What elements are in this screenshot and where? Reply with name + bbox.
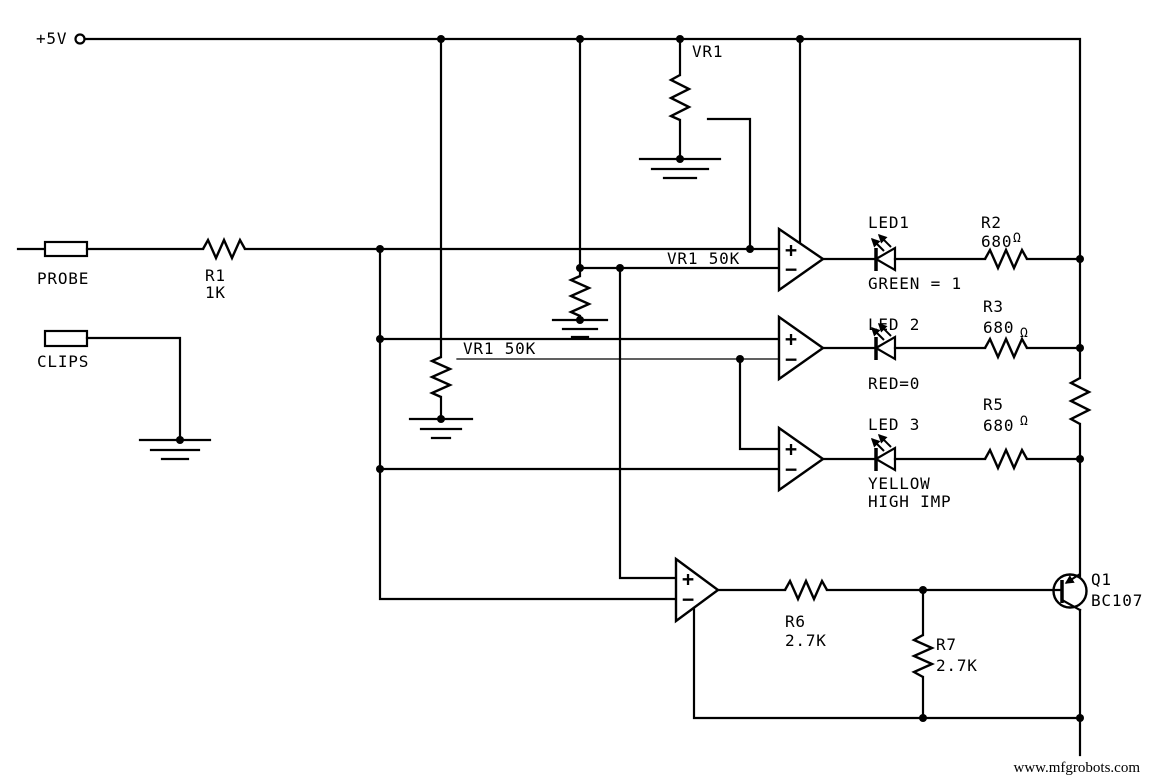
opamp-4-feedback-wire [692, 606, 1082, 720]
opamp-1-plus-sign: + [785, 238, 797, 262]
vr1-tap-upper-label: VR1 50K [667, 249, 740, 268]
r1-name-label: R1 [205, 266, 226, 285]
vr1-tap-lower-label: VR1 50K [463, 339, 536, 358]
supply-terminal-icon [74, 33, 86, 45]
output-stage: R6 2.7K R7 2.7K [716, 578, 1064, 720]
opamp-2: + − [777, 314, 826, 382]
led3-caption-line1: YELLOW [868, 474, 931, 493]
led1-light-arrow-1 [870, 237, 885, 252]
led1-name-label: LED1 [868, 213, 910, 232]
r3-name-label: R3 [983, 297, 1004, 316]
r3-value-label: 680 [983, 318, 1014, 337]
opamp-1-minus-sign: − [785, 257, 797, 281]
r3-unit-label: Ω [1020, 326, 1028, 341]
supply-label: +5V [36, 29, 67, 48]
opamp-3: + − [777, 425, 826, 493]
junction-dots [176, 35, 1084, 722]
led2-diode-icon [873, 335, 897, 361]
led2-light-arrow-1 [870, 326, 885, 341]
probe-connector-icon [43, 240, 89, 258]
led3-name-label: LED 3 [868, 415, 920, 434]
signal-buses [378, 37, 802, 601]
r7-value-label: 2.7K [936, 656, 978, 675]
opamp-2-minus-sign: − [785, 347, 797, 371]
q1-part-label: BC107 [1091, 591, 1143, 610]
divider-441-zigzag [429, 355, 453, 399]
opamp-3-minus-sign: − [785, 457, 797, 481]
clips-connector-icon [43, 329, 89, 348]
probe-vertical-bus [378, 247, 678, 601]
r5-name-label: R5 [983, 395, 1004, 414]
resistor-r1-zigzag [201, 237, 247, 261]
transistor-body-icon [1052, 573, 1088, 609]
led2-light-arrow-2 [877, 322, 892, 337]
vr1-zigzag [668, 73, 692, 122]
vr1-tap-lower-network: VR1 50K [408, 37, 781, 451]
resistor-r3-zigzag [983, 336, 1029, 360]
led1-output-row: LED1 GREEN = 1 R2 680 Ω [821, 213, 1082, 293]
vr1-tap-upper-network: VR1 50K [551, 37, 781, 339]
watermark-text: www.mfgrobots.com [1013, 760, 1140, 776]
transistor-emitter-lead [1060, 598, 1082, 612]
r7-name-label: R7 [936, 635, 957, 654]
led3-diode-icon [873, 446, 897, 472]
ref-to-opamp4-wire [618, 266, 678, 580]
led2-output-row: LED 2 RED=0 R3 680 Ω [821, 297, 1082, 393]
resistor-r2-zigzag [983, 247, 1029, 271]
clips-label: CLIPS [37, 352, 89, 371]
led3-caption-line2: HIGH IMP [868, 492, 951, 511]
vr1-wiper-wire [706, 117, 752, 251]
vr1-potentiometer: VR1 [638, 37, 752, 251]
opamp-4-plus-sign: + [682, 567, 694, 591]
resistor-unlabeled-zigzag [1068, 376, 1092, 426]
opamp-1-triangle [777, 226, 826, 293]
r2-value-label: 680 [981, 232, 1012, 251]
r6-value-label: 2.7K [785, 631, 827, 650]
r5-unit-label: Ω [1020, 414, 1028, 429]
led2-caption-label: RED=0 [868, 374, 920, 393]
led2-name-label: LED 2 [868, 315, 920, 334]
clips-wire [85, 336, 182, 442]
divider-580-zigzag [568, 274, 592, 318]
opamp-3-triangle [777, 425, 826, 493]
resistor-r7-zigzag [911, 633, 935, 679]
r5-value-label: 680 [983, 416, 1014, 435]
opamp-1: + − [777, 226, 826, 293]
resistor-r6-zigzag [783, 578, 829, 602]
r1-value-label: 1K [205, 283, 226, 302]
opamp-4-minus-sign: − [682, 587, 694, 611]
led1-light-arrow-2 [877, 233, 892, 248]
vr1-label: VR1 [692, 42, 723, 61]
plus5v-rail-wire [83, 37, 1082, 380]
power-rail: +5V [36, 29, 1092, 757]
led1-caption-label: GREEN = 1 [868, 274, 962, 293]
led1-diode-icon [873, 246, 897, 272]
transistor-q1: Q1 BC107 [1052, 570, 1143, 612]
transistor-collector-arrow [1064, 573, 1081, 584]
clips-terminal: CLIPS [37, 329, 212, 461]
resistor-r5-zigzag [983, 447, 1029, 471]
led3-light-arrow-1 [870, 437, 885, 452]
opamp-2-plus-sign: + [785, 327, 797, 351]
led3-light-arrow-2 [877, 433, 892, 448]
r2-unit-label: Ω [1013, 231, 1021, 246]
probe-label: PROBE [37, 269, 89, 288]
led3-output-row: LED 3 YELLOW HIGH IMP R5 680 Ω [821, 395, 1082, 511]
ref-lower-branch-wire [738, 357, 781, 451]
ground-symbol-clips [138, 438, 212, 461]
opamp-2-triangle [777, 314, 826, 382]
r2-name-label: R2 [981, 213, 1002, 232]
probe-terminal: PROBE R1 1K [16, 237, 781, 302]
opamp-4-triangle [674, 556, 721, 624]
q1-name-label: Q1 [1091, 570, 1112, 589]
r6-name-label: R6 [785, 612, 806, 631]
opamp-4: + − [674, 556, 1082, 720]
opamp-3-plus-sign: + [785, 437, 797, 461]
